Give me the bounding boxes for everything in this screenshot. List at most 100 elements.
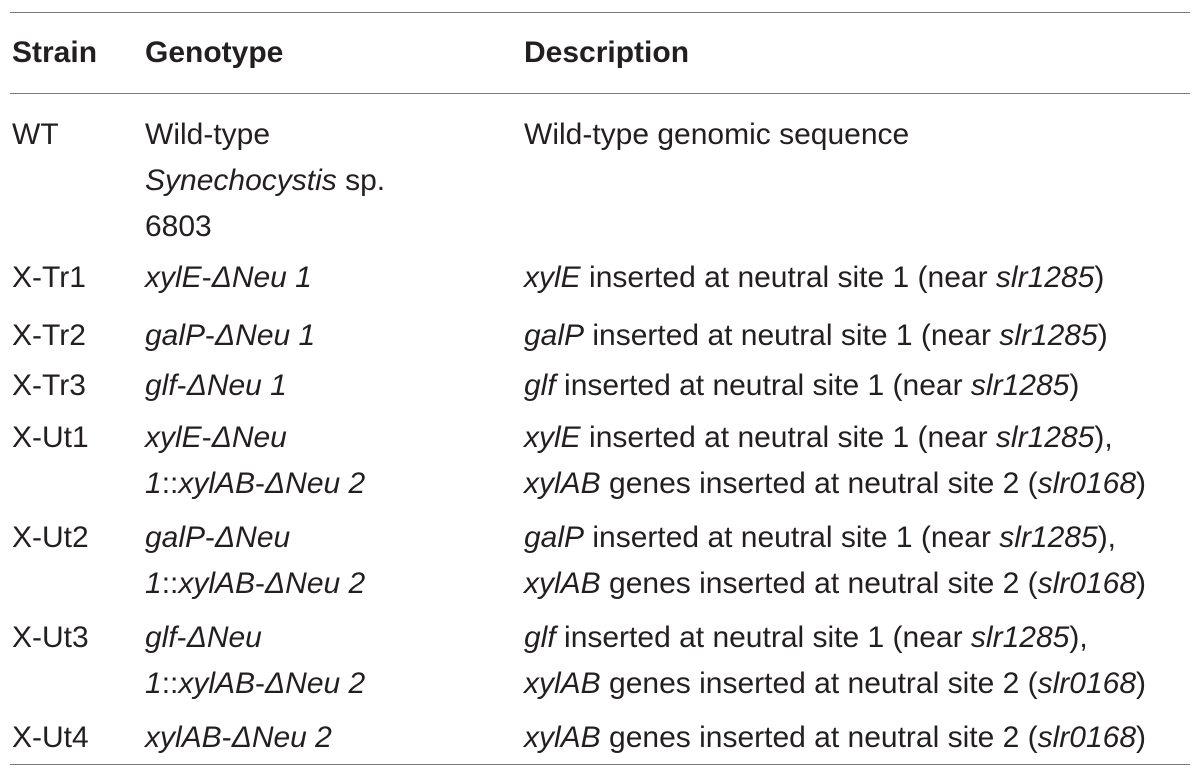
genotype-cell: glf-ΔNeu 1 <box>145 363 287 409</box>
cell-line: galP-ΔNeu <box>145 515 365 561</box>
italic-run: slr1285 <box>995 421 1095 454</box>
italic-run: slr1285 <box>999 521 1098 554</box>
italic-run: xylAB <box>145 721 222 754</box>
table-bottom-rule <box>10 764 1190 765</box>
cell-line: glf-ΔNeu 1 <box>145 363 287 409</box>
italic-run: xylAB <box>178 667 256 700</box>
text-run: ) <box>1069 369 1080 402</box>
italic-run: Synechocystis <box>145 164 337 197</box>
italic-run: ΔNeu 2 <box>265 567 366 600</box>
italic-run: ΔNeu 1 <box>186 369 287 402</box>
description-cell: galP inserted at neutral site 1 (near sl… <box>524 313 1108 359</box>
italic-run: slr1285 <box>970 369 1070 402</box>
text-run: ) <box>1097 319 1108 352</box>
genotype-cell: galP-ΔNeu 1 <box>145 313 315 359</box>
italic-run: 1 <box>145 667 162 700</box>
strain-cell: WT <box>12 118 59 151</box>
description-cell: glf inserted at neutral site 1 (near slr… <box>524 363 1079 409</box>
cell-line: 1::xylAB-ΔNeu 2 <box>145 561 365 607</box>
text-run: ) <box>1136 467 1147 500</box>
cell-line: Synechocystis sp. <box>145 158 385 204</box>
italic-run: ΔNeu <box>215 521 291 554</box>
italic-run: glf <box>524 621 556 654</box>
text-run: - <box>255 667 266 700</box>
text-run: genes inserted at neutral site 2 ( <box>600 467 1038 500</box>
text-run: - <box>176 369 187 402</box>
italic-run: xylE <box>524 421 581 454</box>
text-run: - <box>201 421 212 454</box>
text-run: ) <box>1094 261 1105 294</box>
cell-line: 1::xylAB-ΔNeu 2 <box>145 661 365 707</box>
strain-cell: X-Ut1 <box>12 421 89 454</box>
italic-run: xylAB <box>178 467 256 500</box>
cell-line: xylAB genes inserted at neutral site 2 (… <box>524 661 1146 707</box>
cell-line: galP-ΔNeu 1 <box>145 313 315 359</box>
italic-run: slr0168 <box>1037 567 1137 600</box>
cell-line: glf-ΔNeu <box>145 615 365 661</box>
italic-run: xylAB <box>524 567 601 600</box>
italic-run: slr0168 <box>1037 667 1137 700</box>
description-cell: xylE inserted at neutral site 1 (near sl… <box>524 255 1104 301</box>
cell-line: galP inserted at neutral site 1 (near sl… <box>524 313 1108 359</box>
header-genotype: Genotype <box>145 36 284 69</box>
cell-line: xylAB genes inserted at neutral site 2 (… <box>524 561 1146 607</box>
text-run: ), <box>1094 421 1113 454</box>
italic-run: slr0168 <box>1037 721 1137 754</box>
header-description: Description <box>524 36 690 69</box>
text-run: - <box>221 721 232 754</box>
strain-cell: X-Tr3 <box>12 369 86 402</box>
text-run: - <box>255 567 266 600</box>
text-run: - <box>201 261 212 294</box>
text-run: 6803 <box>145 210 212 243</box>
cell-line: xylE-ΔNeu <box>145 415 365 461</box>
cell-line: Wild-type <box>145 112 385 158</box>
text-run: ) <box>1136 721 1147 754</box>
strain-cell: X-Ut4 <box>12 721 89 754</box>
cell-line: Wild-type genomic sequence <box>524 112 909 158</box>
italic-run: glf <box>145 369 177 402</box>
description-cell: glf inserted at neutral site 1 (near slr… <box>524 615 1146 707</box>
text-run: sp. <box>336 164 386 197</box>
strain-cell: X-Ut3 <box>12 621 89 654</box>
cell-line: galP inserted at neutral site 1 (near sl… <box>524 515 1146 561</box>
cell-line: xylAB genes inserted at neutral site 2 (… <box>524 715 1146 761</box>
italic-run: glf <box>524 369 556 402</box>
italic-run: slr1285 <box>970 621 1070 654</box>
italic-run: slr0168 <box>1037 467 1137 500</box>
italic-run: 1 <box>145 567 162 600</box>
cell-line: glf inserted at neutral site 1 (near slr… <box>524 615 1146 661</box>
text-run: - <box>176 621 187 654</box>
genotype-cell: xylAB-ΔNeu 2 <box>145 715 332 761</box>
genotype-cell: xylE-ΔNeu 1 <box>145 255 312 301</box>
italic-run: ΔNeu <box>211 421 287 454</box>
text-run: :: <box>161 567 179 600</box>
text-run: inserted at neutral site 1 (near <box>555 621 971 654</box>
text-run: ) <box>1136 567 1147 600</box>
table-top-rule <box>10 12 1190 13</box>
text-run: Wild-type genomic sequence <box>524 118 910 151</box>
italic-run: xylAB <box>524 467 601 500</box>
text-run: :: <box>161 667 179 700</box>
text-run: inserted at neutral site 1 (near <box>584 521 1000 554</box>
italic-run: ΔNeu <box>186 621 262 654</box>
description-cell: galP inserted at neutral site 1 (near sl… <box>524 515 1146 607</box>
italic-run: ΔNeu 1 <box>215 319 316 352</box>
text-run: inserted at neutral site 1 (near <box>584 319 1000 352</box>
text-run: genes inserted at neutral site 2 ( <box>600 667 1038 700</box>
table-header-rule <box>10 93 1190 94</box>
italic-run: slr1285 <box>995 261 1095 294</box>
italic-run: xylE <box>524 261 581 294</box>
text-run: ), <box>1097 521 1117 554</box>
italic-run: 1 <box>145 467 162 500</box>
cell-line: xylE inserted at neutral site 1 (near sl… <box>524 255 1104 301</box>
cell-line: xylE-ΔNeu 1 <box>145 255 312 301</box>
cell-line: 6803 <box>145 204 385 250</box>
strain-cell: X-Tr2 <box>12 319 86 352</box>
header-strain: Strain <box>12 36 98 69</box>
italic-run: slr1285 <box>999 319 1098 352</box>
text-run: :: <box>161 467 179 500</box>
